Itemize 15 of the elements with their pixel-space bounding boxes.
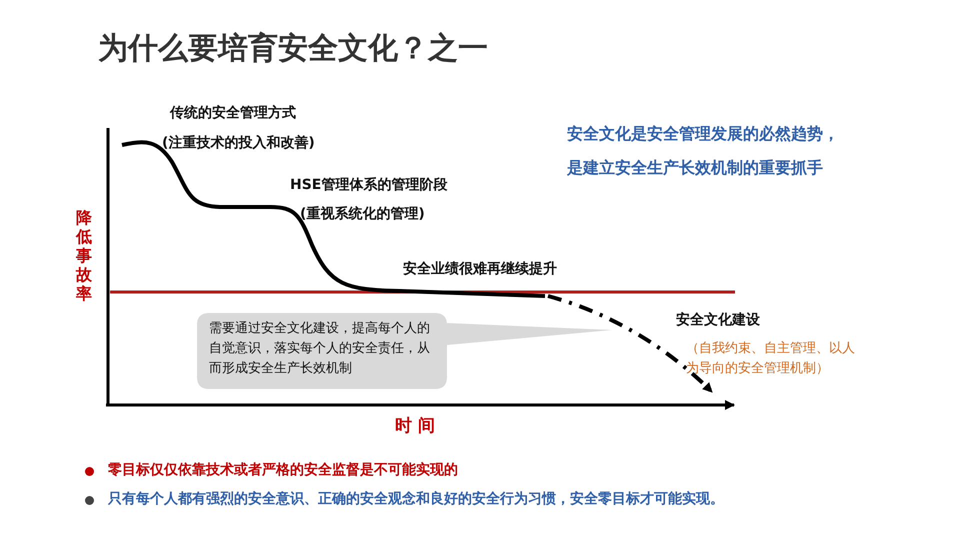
stage-note: (重视系统化的管理) (300, 205, 425, 223)
axis-label: 降低事故率 (76, 208, 93, 303)
stage-note: （自我约束、自主管理、以人为导向的安全管理机制） (686, 340, 856, 378)
slide-title: 为什么要培育安全文化？之一 (98, 30, 488, 68)
bullet-text: 只有每个人都有强烈的安全意识、正确的安全观念和良好的安全行为习惯，安全零目标才可能实现。 (108, 490, 724, 508)
stage-note: (注重技术的投入和改善) (162, 134, 315, 152)
axis-label: 时 间 (395, 415, 435, 437)
stage-label: 安全业绩很难再继续提升 (403, 260, 557, 278)
stage-label: 传统的安全管理方式 (170, 104, 296, 122)
stage-label: 安全文化建设 (676, 311, 760, 329)
trend-statement: 安全文化是安全管理发展的必然趋势， (567, 124, 839, 145)
stage-label: HSE管理体系的管理阶段 (290, 176, 448, 194)
trend-statement: 是建立安全生产长效机制的重要抓手 (567, 158, 823, 179)
callout-bubble: 需要通过安全文化建设，提高每个人的自觉意识，落实每个人的安全责任，从而形成安全生产长效机制 (197, 313, 612, 389)
bullet-text: 零目标仅仅依靠技术或者严格的安全监督是不可能实现的 (108, 461, 458, 479)
